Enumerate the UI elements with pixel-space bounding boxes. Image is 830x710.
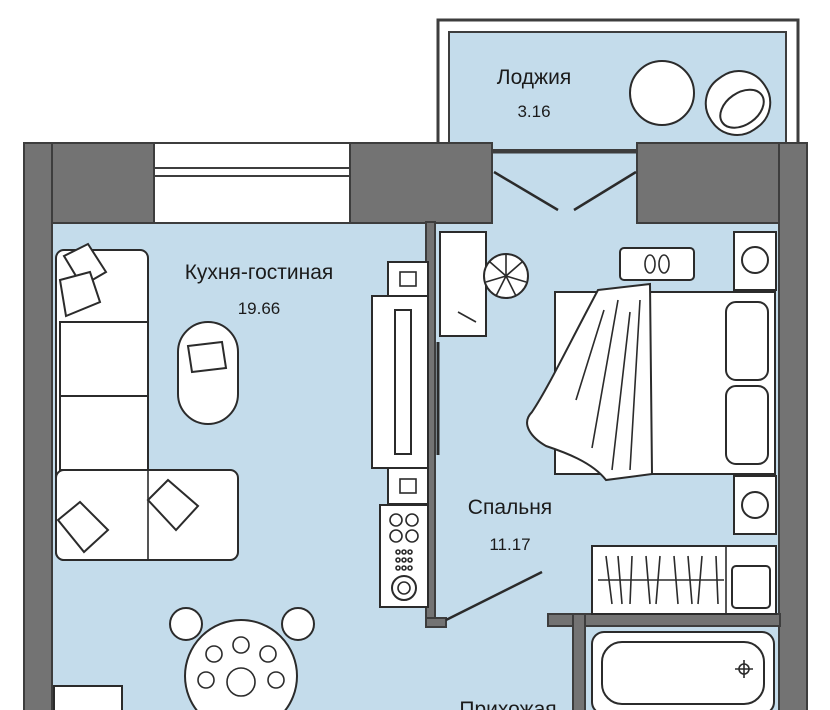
- loggia-area: 3.16: [517, 102, 550, 121]
- bathroom-wall: [572, 613, 586, 710]
- coffee-table: [177, 321, 239, 425]
- cushion: [58, 270, 102, 318]
- kitchen-living-furniture: [53, 242, 429, 710]
- window: [153, 142, 351, 224]
- slipper: [644, 254, 656, 274]
- bathtub-basin: [601, 641, 765, 705]
- oven-knob: [407, 557, 413, 563]
- plant-leaves: [485, 255, 527, 297]
- cabinet-detail: [399, 271, 417, 287]
- hall-cabinet: [53, 685, 123, 710]
- balcony-door-floor: [490, 150, 638, 230]
- oven-knob: [395, 557, 401, 563]
- dining-table: [184, 619, 298, 710]
- bedroom-name: Спальня: [468, 496, 552, 519]
- doors: [436, 170, 637, 622]
- sofa-seat: [59, 321, 149, 397]
- kitchen-living-name: Кухня-гостиная: [185, 261, 334, 284]
- plate: [205, 645, 223, 663]
- balcony-door-right: [573, 170, 637, 212]
- fruit-bowl: [226, 667, 256, 697]
- burner: [389, 529, 403, 543]
- lamp: [741, 246, 769, 274]
- oven-knob: [407, 549, 413, 555]
- plate: [232, 636, 250, 654]
- shelf: [439, 231, 487, 337]
- sofa-chaise: [55, 469, 239, 561]
- lamp: [741, 491, 769, 519]
- loggia-parapet-inner: [448, 31, 787, 151]
- bathroom-furniture: [591, 631, 775, 710]
- oven-knob: [401, 549, 407, 555]
- walls: [23, 18, 808, 710]
- laundry-basket: [731, 565, 771, 609]
- bedroom-furniture: [439, 231, 777, 615]
- cushion: [146, 478, 200, 532]
- loggia-name: Лоджия: [497, 66, 571, 89]
- plate: [259, 645, 277, 663]
- cushion: [56, 500, 110, 554]
- room-labels: Лоджия 3.16 Кухня-гостиная 19.66 Спальня…: [185, 66, 571, 710]
- bedroom-door: [445, 570, 543, 622]
- balcony-door-left: [493, 170, 559, 212]
- loggia-table: [629, 60, 695, 126]
- top-wall-middle: [349, 142, 493, 224]
- hairbrush: [457, 311, 477, 323]
- pillow: [725, 301, 769, 381]
- left-wall: [23, 142, 53, 710]
- drain-icon: [738, 663, 750, 675]
- dining-chair: [281, 607, 315, 641]
- egg-chair: [704, 70, 772, 136]
- slipper: [658, 254, 670, 274]
- oven-knob: [401, 557, 407, 563]
- pillow: [725, 385, 769, 465]
- bedroom-area: 11.17: [489, 535, 530, 554]
- burner: [405, 529, 419, 543]
- burner: [389, 513, 403, 527]
- right-wall: [778, 142, 808, 710]
- cabinet: [387, 261, 429, 297]
- bedroom-bottom-wall-left: [425, 617, 447, 628]
- oven-dial: [391, 575, 417, 601]
- hangers: [605, 555, 719, 605]
- blanket: [526, 282, 654, 482]
- rug: [619, 247, 695, 281]
- hallway-name: Прихожая: [459, 698, 556, 710]
- plate: [197, 671, 215, 689]
- drain-icon: [735, 660, 753, 678]
- sofa-seat: [59, 395, 149, 471]
- dining-chair: [169, 607, 203, 641]
- burner: [405, 513, 419, 527]
- cabinet: [387, 467, 429, 505]
- oven-knob: [395, 565, 401, 571]
- kitchen-living-area: 19.66: [238, 299, 281, 318]
- hallway-floor: [430, 620, 580, 710]
- oven-knob: [395, 549, 401, 555]
- cabinet-detail: [399, 478, 417, 494]
- plate: [267, 671, 285, 689]
- magazine: [186, 340, 228, 374]
- loggia-parapet: [436, 18, 800, 154]
- blanket-folds: [575, 299, 641, 471]
- tv: [394, 309, 412, 455]
- loggia-furniture: [629, 60, 772, 136]
- oven-knob: [407, 565, 413, 571]
- oven-dial-inner: [397, 581, 411, 595]
- oven-knob: [401, 565, 407, 571]
